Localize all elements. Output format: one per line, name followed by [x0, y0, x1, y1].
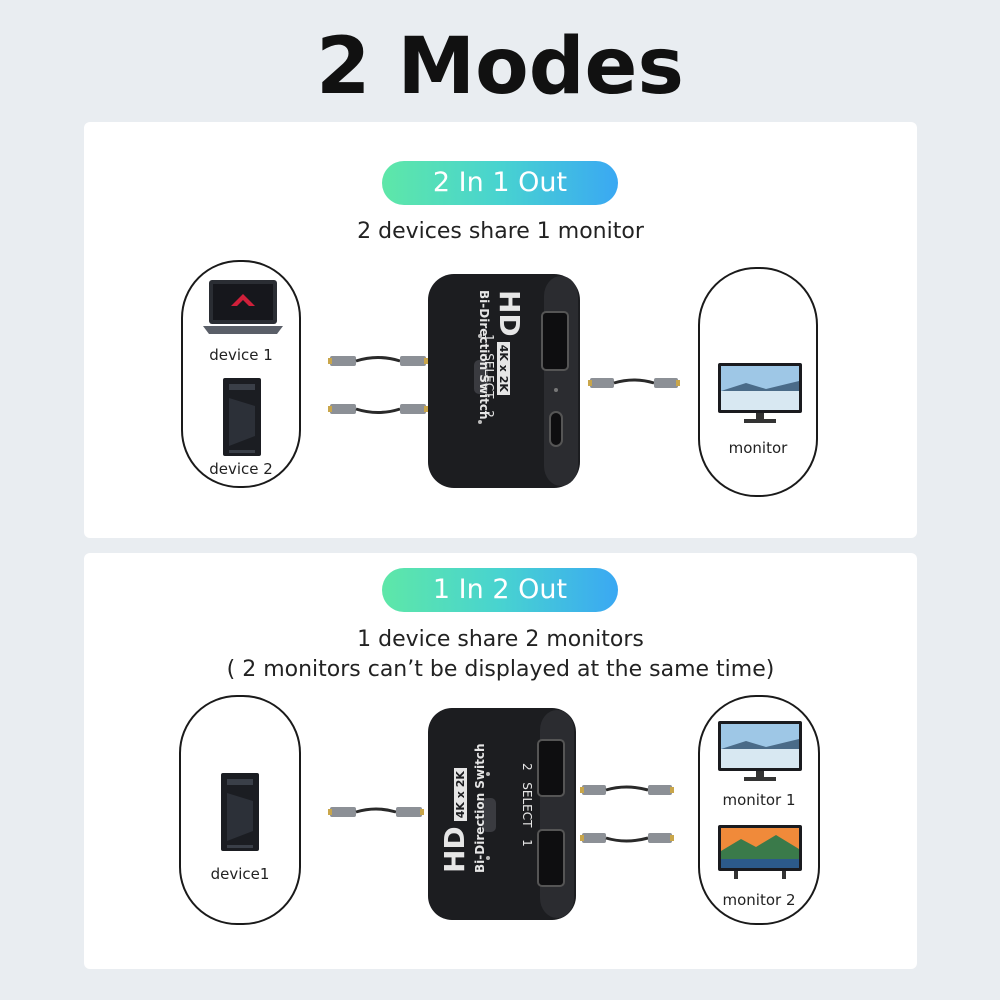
select-label: SELECT	[520, 782, 534, 828]
monitors-frame: monitor 1 monitor 2	[698, 695, 820, 925]
hdmi-cable-icon	[580, 785, 674, 795]
device-2-label: device 2	[209, 460, 273, 478]
monitor-icon	[718, 825, 802, 879]
mode-pill-2in1out: 2 In 1 Out	[382, 161, 618, 205]
mode-panel-1in2out: 1 In 2 Out 1 device share 2 monitors ( 2…	[84, 553, 917, 969]
monitor-label: monitor	[728, 439, 788, 457]
page-title: 2 Modes	[316, 22, 684, 112]
hdmi-cable-icon	[580, 833, 674, 843]
device-1-label: device1	[210, 865, 270, 883]
hdmi-cable-icon	[328, 356, 428, 366]
monitor-icon	[718, 721, 802, 781]
port-1-label: 1	[520, 839, 534, 847]
hdmi-port-icon	[537, 829, 565, 887]
port-1-label: 1	[482, 334, 496, 342]
pc-tower-icon	[223, 378, 261, 456]
monitor-2-label: monitor 2	[722, 891, 796, 909]
mode-subtitle: 2 devices share 1 monitor	[357, 219, 644, 244]
monitor-1-label: monitor 1	[722, 791, 796, 809]
mode-pill-1in2out: 1 In 2 Out	[382, 568, 618, 612]
mode-panel-2in1out: 2 In 1 Out 2 devices share 1 monitor dev…	[84, 122, 917, 538]
switch-resolution: 4K x 2K	[497, 341, 510, 395]
hdmi-cable-icon	[328, 404, 428, 414]
hdmi-cable-icon	[588, 378, 680, 388]
switch-resolution: 4K x 2K	[454, 768, 467, 822]
port-2-label: 2	[520, 763, 534, 771]
devices-frame: device 1 device 2	[181, 260, 301, 488]
device-1-label: device 1	[209, 346, 273, 364]
hdmi-port-icon	[541, 311, 569, 371]
device-frame: device1	[179, 695, 301, 925]
hdmi-switch-device	[428, 708, 576, 920]
hdmi-cable-icon	[328, 807, 424, 817]
select-button-icon	[482, 798, 496, 832]
switch-name: Bi-Direction Switch	[473, 743, 487, 873]
port-2-label: 2	[482, 410, 496, 418]
hdmi-port-icon	[537, 739, 565, 797]
mode-subtitle-line-1: 1 device share 2 monitors	[357, 627, 644, 652]
monitor-icon	[718, 363, 802, 423]
switch-logo: HD	[493, 290, 526, 337]
usb-c-port-icon	[549, 411, 563, 447]
monitor-frame: monitor	[698, 267, 818, 497]
select-label: SELECT	[482, 353, 496, 399]
switch-label: HD 4K x 2K Bi-Direction Switch 2 SELECT …	[434, 723, 554, 913]
select-button-icon	[474, 360, 488, 394]
mode-subtitle-line-2: ( 2 monitors can’t be displayed at the s…	[226, 657, 775, 682]
pc-tower-icon	[221, 773, 259, 851]
switch-logo: HD	[438, 826, 471, 873]
switch-label: HD 4K x 2K Bi-Direction Switch 1 SELECT …	[466, 286, 586, 476]
laptop-icon	[203, 280, 283, 334]
